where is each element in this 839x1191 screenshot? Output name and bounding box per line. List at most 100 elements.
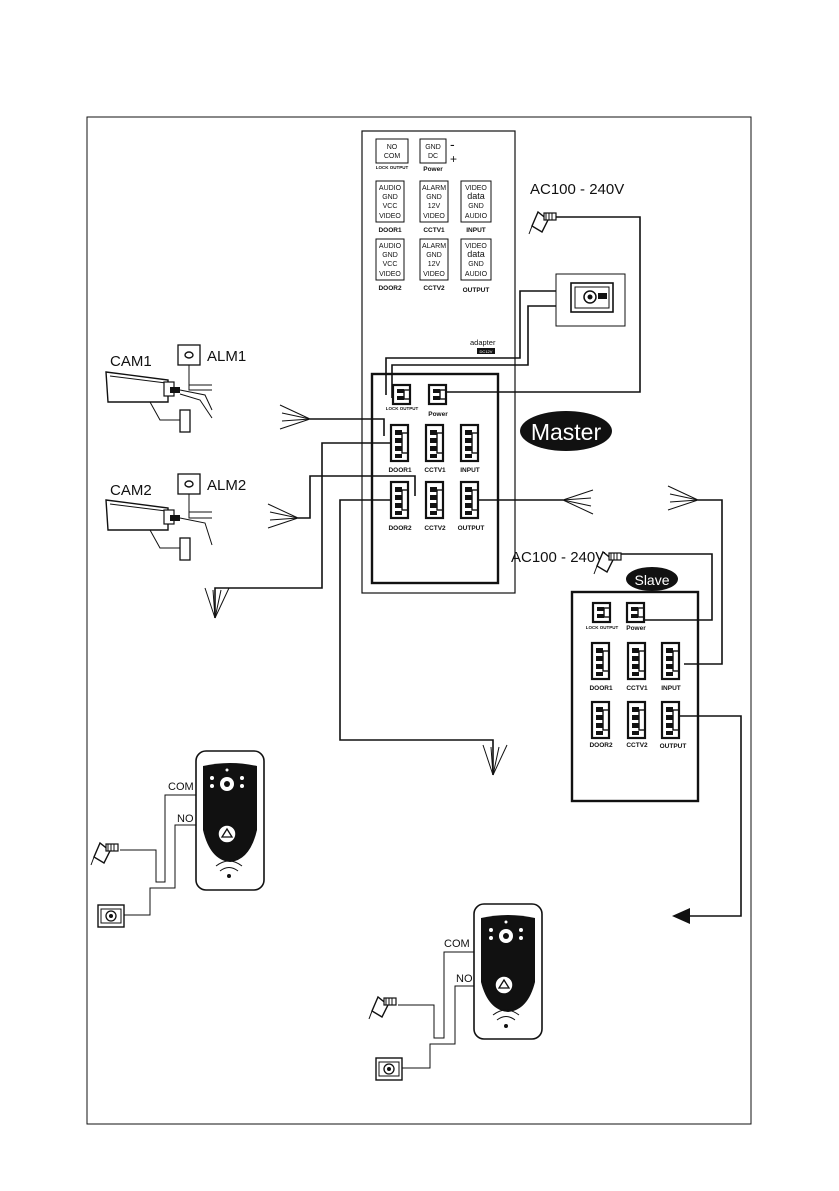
door-station-1-no-label: NO — [177, 813, 194, 825]
master-power-connector — [427, 383, 448, 406]
adapter-tag-bg — [477, 348, 495, 354]
master-badge: Master — [520, 411, 612, 451]
slave-lock-connector — [591, 601, 612, 624]
input-caption: INPUT — [466, 227, 486, 234]
alarm-1-label: ALM1 — [207, 348, 246, 365]
master-lock-connector-label: LOCK OUTPUT — [386, 406, 419, 411]
door-station-1-lock-icon — [97, 904, 125, 928]
master-door1-connector — [389, 423, 410, 463]
power-terminal-minus: - — [450, 136, 455, 152]
slave-output-connector — [660, 700, 681, 740]
master-cctv1-terminal: ALARM GND 12V VIDEO CCTV1 — [419, 180, 449, 234]
master-cctv2-terminal: ALARM GND 12V VIDEO CCTV2 — [419, 238, 449, 292]
cctv1-pin-1: ALARM — [422, 185, 446, 192]
input-pin-3: GND — [468, 203, 484, 210]
diagram-frame — [86, 116, 752, 1125]
slave-power-connector — [625, 601, 646, 624]
door2-pin-4: VIDEO — [379, 271, 401, 278]
master-output-connector — [459, 480, 480, 520]
camera-2-wire-fan-icon — [267, 503, 299, 529]
door2-caption: DOOR2 — [378, 285, 402, 292]
power-terminal-pin-gnd: GND — [425, 144, 441, 151]
output-pin-2: data — [467, 249, 485, 259]
door-station-2-lock-icon — [375, 1057, 403, 1081]
master-output-terminal: VIDEO data GND AUDIO OUTPUT — [460, 238, 492, 294]
slave-cctv1-connector-label: CCTV1 — [626, 685, 648, 692]
top-power-plug-icon — [528, 211, 557, 235]
door-station-2-plug-icon — [368, 996, 397, 1020]
door-station-1 — [195, 750, 265, 891]
cctv2-pin-3: 12V — [428, 261, 441, 268]
camera-1-label: CAM1 — [110, 353, 152, 370]
master-input-terminal: VIDEO data GND AUDIO INPUT — [460, 180, 492, 234]
cctv1-pin-3: 12V — [428, 203, 441, 210]
cctv2-caption: CCTV2 — [423, 285, 445, 292]
master-input-connector — [459, 423, 480, 463]
electric-lock-icon — [570, 282, 614, 313]
output-pin-1: VIDEO — [465, 243, 487, 250]
master-input-connector-label: INPUT — [460, 467, 480, 474]
camera-1-wire-fan-icon — [279, 404, 311, 430]
cctv1-caption: CCTV1 — [423, 227, 445, 234]
door1-pin-3: VCC — [383, 203, 398, 210]
adapter-label: adapter — [470, 338, 496, 347]
master-power-connector-label: Power — [428, 411, 448, 418]
lock-terminal-pin-com: COM — [384, 153, 401, 160]
slave-door1-connector-label: DOOR1 — [589, 685, 613, 692]
door-station-2-no-label: NO — [456, 973, 473, 985]
cctv2-pin-2: GND — [426, 252, 442, 259]
door2-pin-3: VCC — [383, 261, 398, 268]
slave-ac-power-label: AC100 - 240V — [511, 549, 605, 566]
master-cctv2-connector-label: CCTV2 — [424, 525, 446, 532]
door-station-2-com-label: COM — [444, 938, 470, 950]
master-lock-terminal: NO COM LOCK OUTPUT — [375, 138, 409, 170]
master-badge-text: Master — [531, 419, 602, 445]
cctv1-pin-2: GND — [426, 194, 442, 201]
slave-output-connector-label: OUTPUT — [660, 743, 687, 750]
slave-badge: Slave — [626, 567, 678, 591]
alarm-2-label: ALM2 — [207, 477, 246, 494]
master-cctv1-connector-label: CCTV1 — [424, 467, 446, 474]
power-terminal-pin-dc: DC — [428, 153, 438, 160]
output-wire-fan-icon — [562, 489, 594, 515]
master-power-terminal: GND DC Power - + — [419, 136, 457, 173]
output-pin-3: GND — [468, 261, 484, 268]
master-door1-terminal: AUDIO GND VCC VIDEO DOOR1 — [375, 180, 405, 234]
slave-power-connector-label: Power — [626, 625, 646, 632]
adapter-tag: DC12V — [480, 349, 493, 354]
master-door2-connector — [389, 480, 410, 520]
master-door2-connector-label: DOOR2 — [388, 525, 412, 532]
slave-input-connector — [660, 641, 681, 681]
door-station-1-plug-icon — [90, 842, 119, 866]
slave-input-fan-icon — [667, 485, 699, 511]
master-lock-connector — [391, 383, 412, 406]
master-door1-connector-label: DOOR1 — [388, 467, 412, 474]
slave-cctv2-connector — [626, 700, 647, 740]
slave-panel: LOCK OUTPUT Power DOOR1 CCTV1 INPUT DOOR… — [570, 590, 700, 803]
cctv2-pin-1: ALARM — [422, 243, 446, 250]
door1-pin-4: VIDEO — [379, 213, 401, 220]
door2-wire-fan-icon — [482, 744, 508, 776]
master-panel: NO COM LOCK OUTPUT GND DC Power - + AUDI… — [361, 130, 516, 594]
camera-1: CAM1 ALM1 — [105, 344, 246, 433]
master-output-connector-label: OUTPUT — [458, 525, 485, 532]
camera-2-icon — [105, 499, 191, 561]
slave-badge-text: Slave — [634, 572, 669, 588]
master-door2-terminal: AUDIO GND VCC VIDEO DOOR2 — [375, 238, 405, 292]
camera-2: CAM2 ALM2 — [105, 473, 246, 561]
door1-pin-2: GND — [382, 194, 398, 201]
door1-wire-fan-icon — [204, 587, 230, 619]
slave-input-connector-label: INPUT — [661, 685, 681, 692]
cctv1-pin-4: VIDEO — [423, 213, 445, 220]
output-pin-4: AUDIO — [465, 271, 488, 278]
slave-door2-connector-label: DOOR2 — [589, 742, 613, 749]
master-connector-board — [370, 372, 500, 585]
door1-caption: DOOR1 — [378, 227, 402, 234]
door2-pin-1: AUDIO — [379, 243, 402, 250]
output-arrow-icon — [672, 908, 690, 924]
cctv2-pin-4: VIDEO — [423, 271, 445, 278]
lock-terminal-pin-no: NO — [387, 144, 398, 151]
door-station-2 — [473, 903, 543, 1040]
camera-1-icon — [105, 371, 191, 433]
master-cctv2-connector — [424, 480, 445, 520]
